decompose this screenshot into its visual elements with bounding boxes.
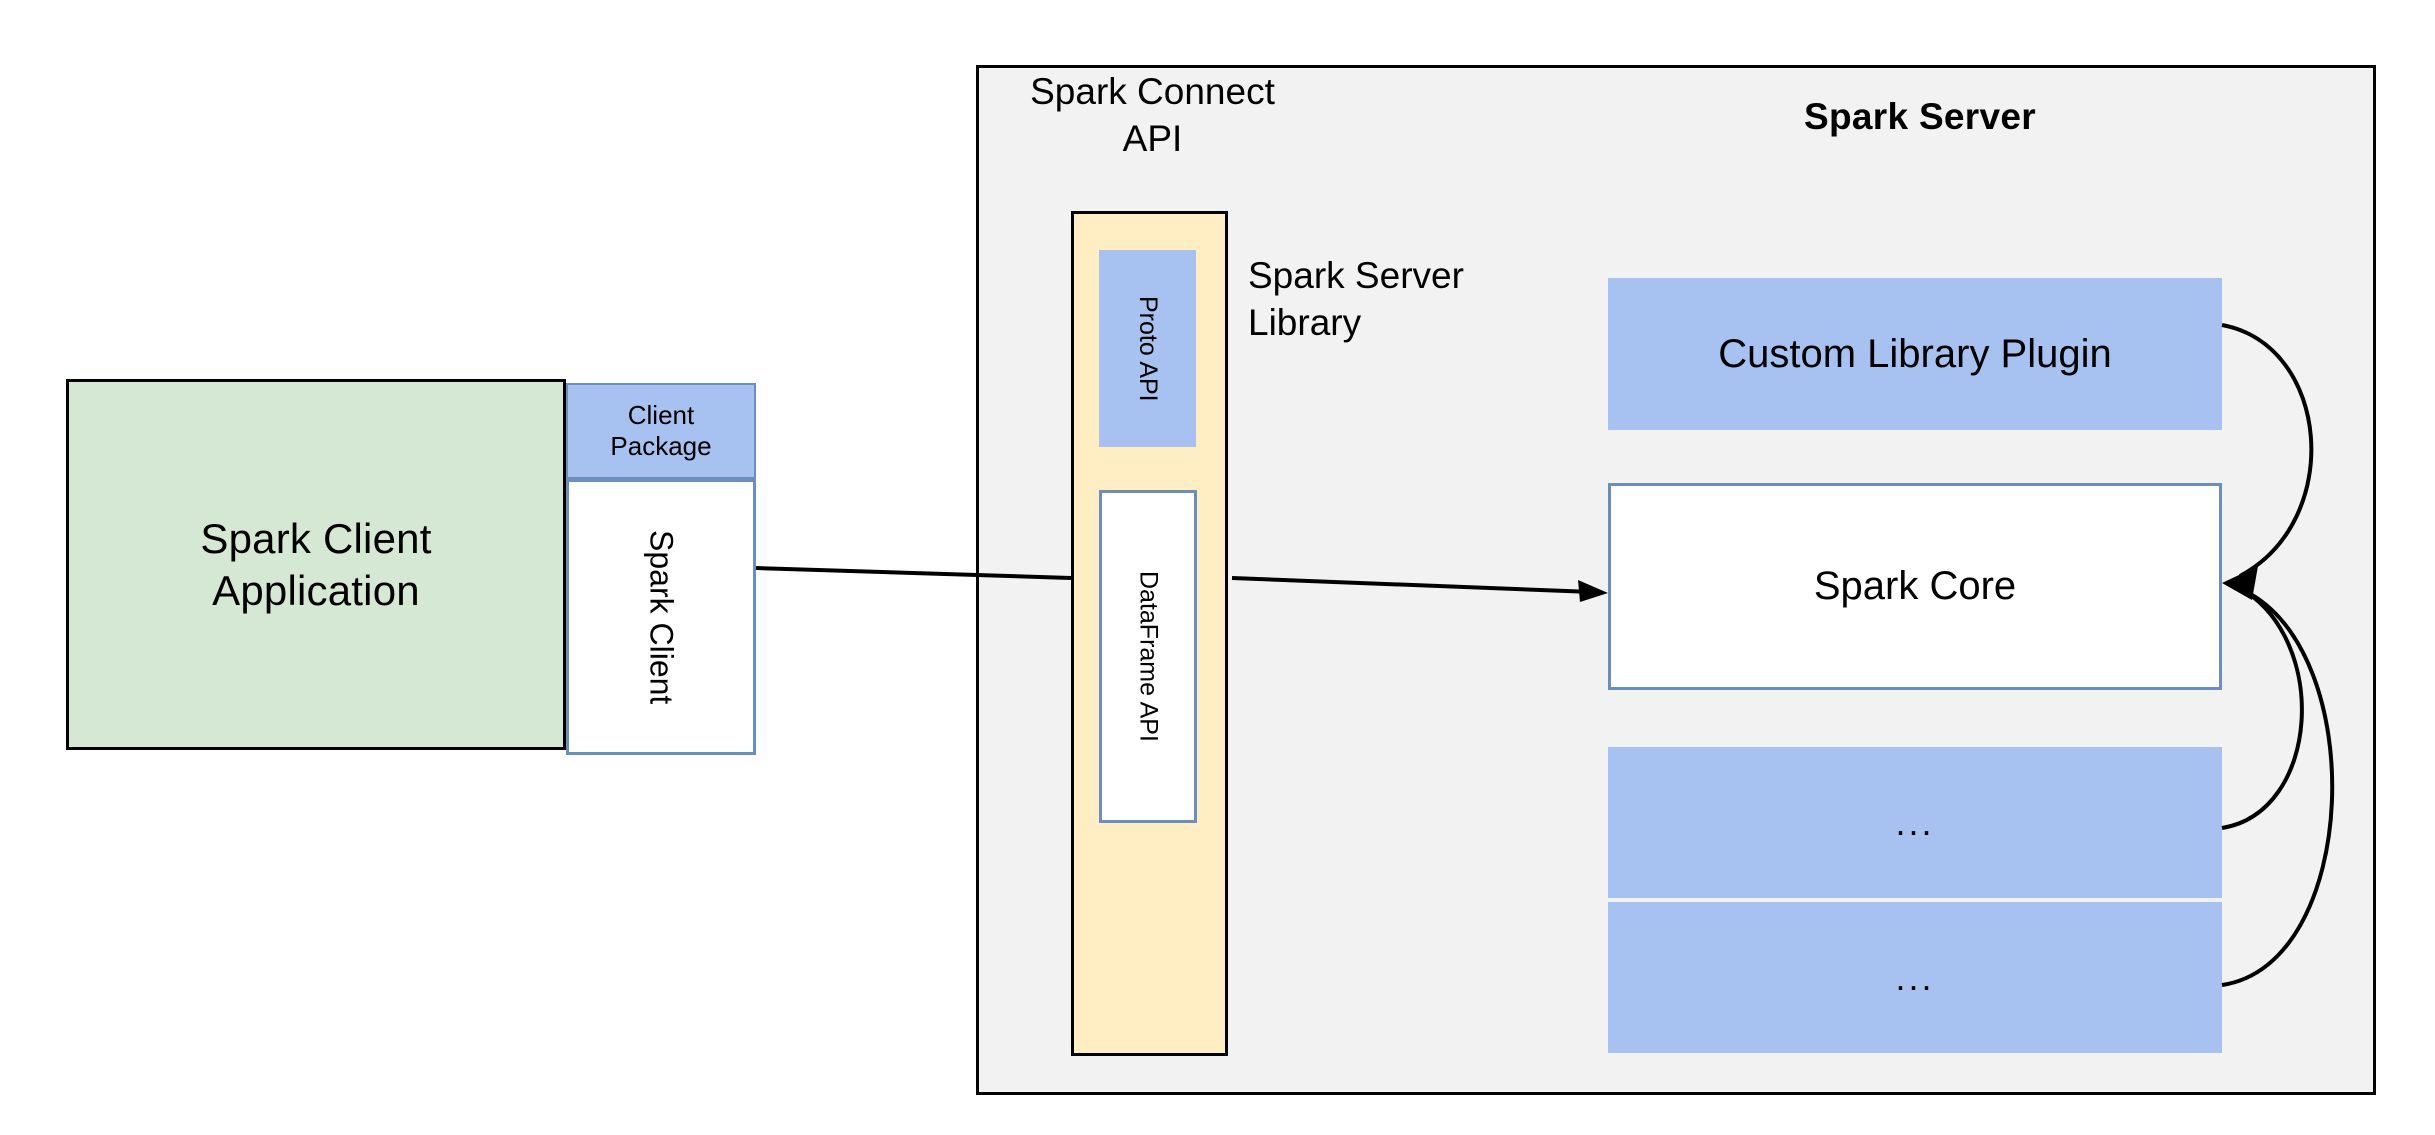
- server-component-ellipsis-1[interactable]: ...: [1608, 747, 2222, 898]
- spark-server-title: Spark Server: [1804, 96, 2036, 137]
- spark-connect-api-label-line1: Spark Connect: [1030, 71, 1275, 112]
- client-package-label-line2: Package: [610, 431, 712, 461]
- dataframe-api-label: DataFrame API: [1134, 571, 1163, 742]
- server-component-ellipsis-2-label: ...: [1895, 956, 1935, 998]
- spark-core-label: Spark Core: [1813, 564, 2017, 608]
- spark-client-application-box[interactable]: Spark Client Application: [66, 379, 566, 750]
- dataframe-api-box[interactable]: DataFrame API: [1099, 490, 1197, 823]
- custom-library-plugin-box[interactable]: Custom Library Plugin: [1608, 278, 2222, 430]
- spark-client-label: Spark Client: [643, 529, 680, 705]
- spark-connect-api-label-line2: API: [1122, 118, 1183, 160]
- spark-core-box[interactable]: Spark Core: [1608, 483, 2222, 690]
- proto-api-label: Proto API: [1134, 295, 1162, 402]
- spark-server-library-label-line1: Spark Server: [1248, 255, 1464, 296]
- client-package-label-line1: Client: [627, 399, 695, 430]
- spark-client-application-label-line1: Spark Client: [200, 515, 432, 563]
- proto-api-box[interactable]: Proto API: [1099, 250, 1196, 447]
- custom-library-plugin-label: Custom Library Plugin: [1718, 331, 2112, 376]
- spark-client-application-label-line2: Application: [212, 566, 420, 614]
- server-component-ellipsis-1-label: ...: [1895, 801, 1935, 843]
- spark-connect-api-label: Spark Connect API: [1010, 68, 1295, 163]
- server-component-ellipsis-2[interactable]: ...: [1608, 902, 2222, 1053]
- spark-client-box[interactable]: Spark Client: [566, 479, 756, 755]
- client-package-box[interactable]: Client Package: [566, 383, 756, 479]
- spark-server-library-label: Spark Server Library: [1248, 252, 1568, 347]
- spark-server-library-label-line2: Library: [1248, 302, 1362, 344]
